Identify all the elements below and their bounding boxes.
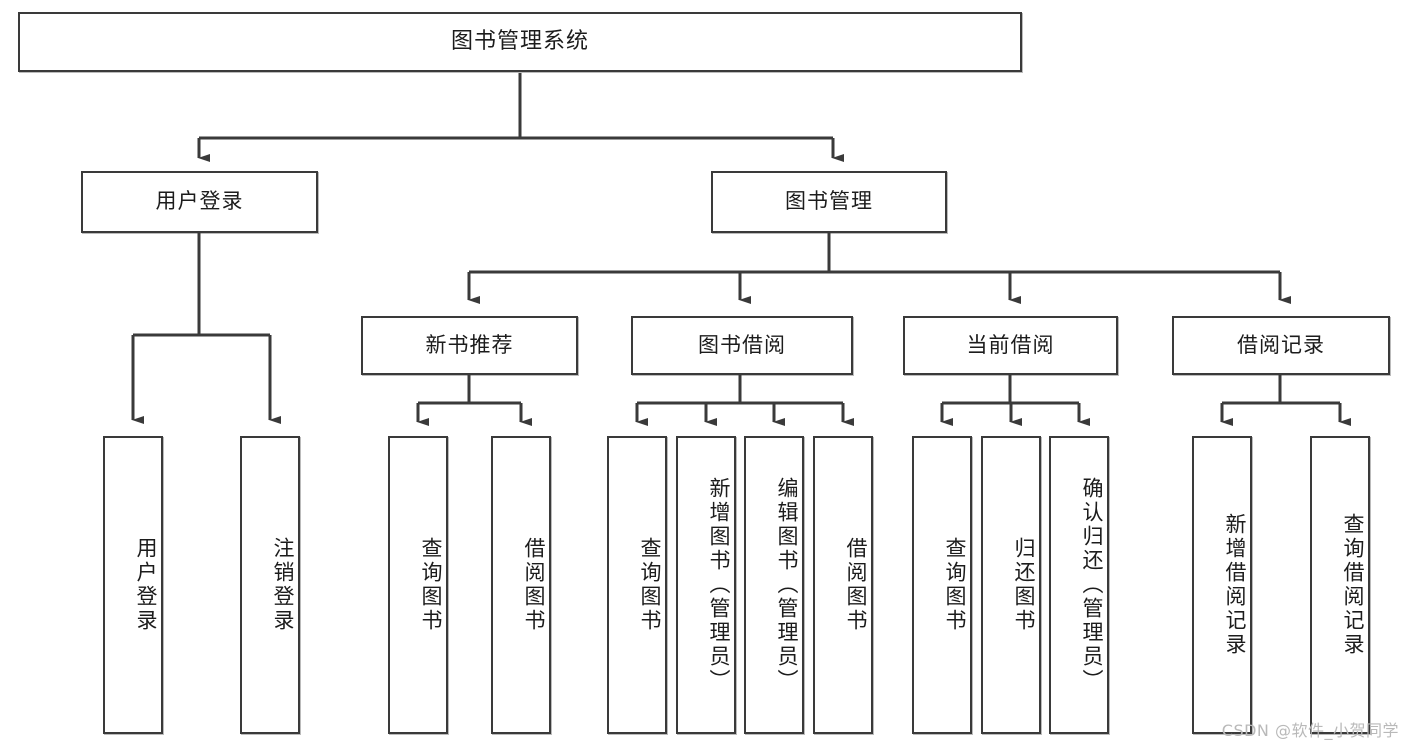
node-label: 借阅记录 [1237,332,1325,357]
node-label: 用户登录 [155,189,244,214]
node-label: 查询图书 [419,537,443,633]
leaf-book-borrow-borrow[interactable]: 借阅图书 [813,436,873,734]
node-label: 图书管理 [785,189,873,214]
leaf-user-login-login[interactable]: 用户登录 [103,436,163,734]
node-label: 用户登录 [134,537,158,633]
node-label: 新增借阅记录 [1223,513,1247,657]
node-label: 查询借阅记录 [1341,513,1365,657]
node-label: 当前借阅 [966,332,1055,357]
leaf-current-borrow-query[interactable]: 查询图书 [912,436,972,734]
leaf-user-login-logout[interactable]: 注销登录 [240,436,300,734]
node-current-borrow[interactable]: 当前借阅 [903,316,1118,375]
node-root-system[interactable]: 图书管理系统 [18,12,1022,72]
node-label: 新增图书（管理员） [707,477,731,693]
node-label: 借阅图书 [522,537,546,633]
node-label: 编辑图书（管理员） [775,477,799,693]
node-label: 注销登录 [271,537,295,633]
node-label: 查询图书 [943,537,967,633]
node-label: 新书推荐 [425,332,514,357]
node-book-management[interactable]: 图书管理 [711,171,947,233]
node-label: 图书借阅 [698,332,786,357]
node-user-login[interactable]: 用户登录 [81,171,318,233]
csdn-watermark: CSDN @软件_小贺同学 [1221,721,1399,740]
leaf-new-book-borrow[interactable]: 借阅图书 [491,436,551,734]
leaf-book-borrow-edit[interactable]: 编辑图书（管理员） [744,436,804,734]
node-label: 确认归还（管理员） [1080,477,1104,693]
node-new-book-recommend[interactable]: 新书推荐 [361,316,578,375]
node-label: 归还图书 [1012,537,1036,633]
leaf-current-borrow-return[interactable]: 归还图书 [981,436,1041,734]
leaf-borrow-record-query[interactable]: 查询借阅记录 [1310,436,1370,734]
node-book-borrow[interactable]: 图书借阅 [631,316,853,375]
node-borrow-record[interactable]: 借阅记录 [1172,316,1390,375]
leaf-current-borrow-confirm-return[interactable]: 确认归还（管理员） [1049,436,1109,734]
node-label: 图书管理系统 [450,28,589,54]
node-label: 查询图书 [638,537,662,633]
leaf-borrow-record-add[interactable]: 新增借阅记录 [1192,436,1252,734]
leaf-new-book-query[interactable]: 查询图书 [388,436,448,734]
node-label: 借阅图书 [844,537,868,633]
leaf-book-borrow-add[interactable]: 新增图书（管理员） [676,436,736,734]
leaf-book-borrow-query[interactable]: 查询图书 [607,436,667,734]
